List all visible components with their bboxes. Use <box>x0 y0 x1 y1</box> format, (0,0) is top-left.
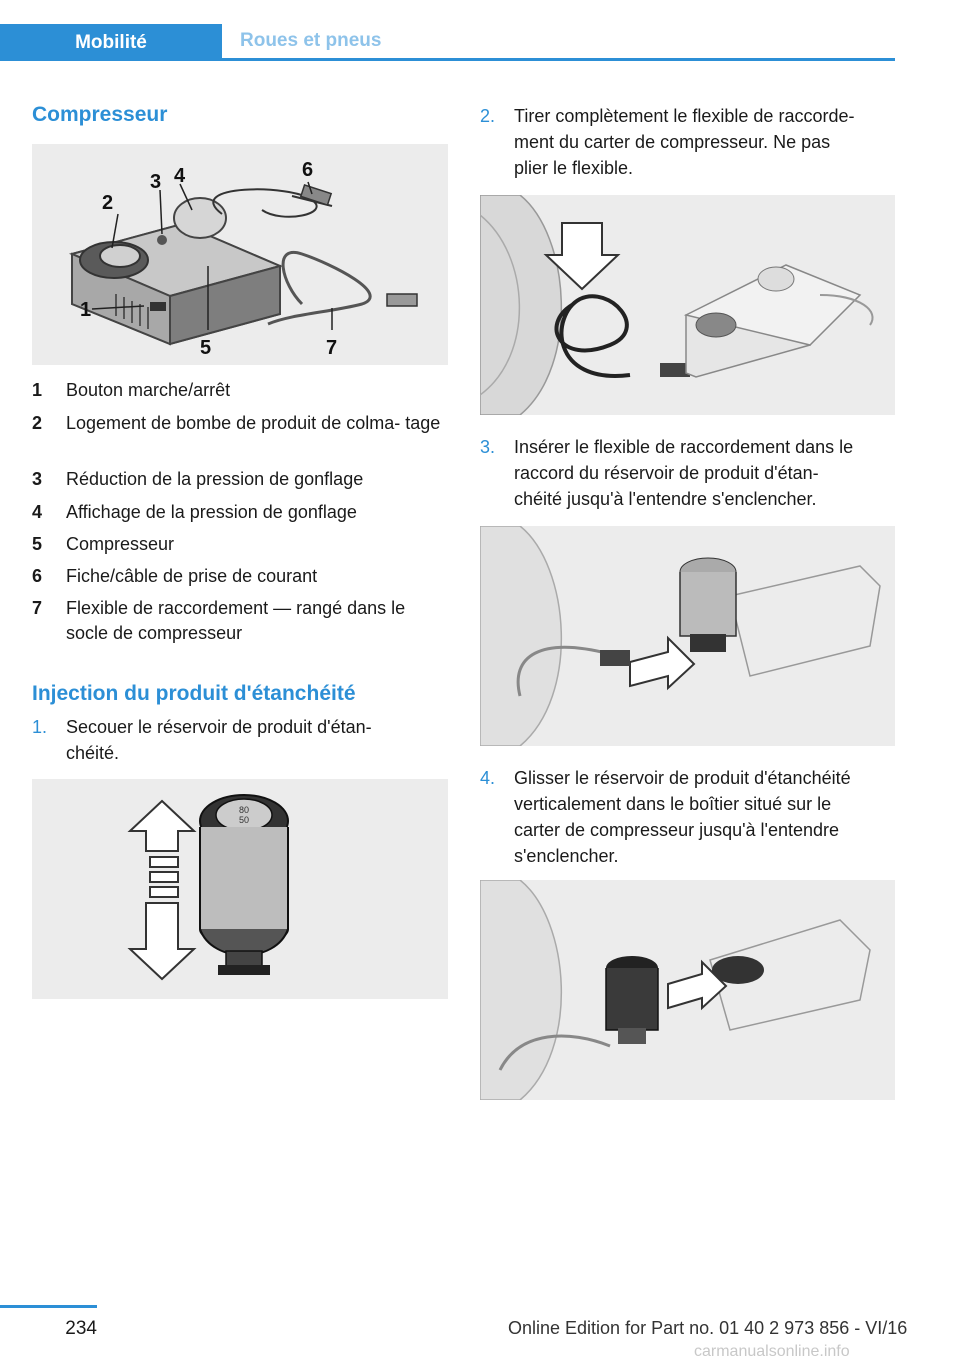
sealant-bottle <box>605 956 659 1044</box>
step-3: 3. Insérer le flexible de raccordement d… <box>480 437 854 509</box>
svg-text:80: 80 <box>239 805 249 815</box>
callout-5: 5 <box>200 337 211 359</box>
arrow-down-icon <box>543 222 621 291</box>
figure-compressor-kit: 2 3 4 6 1 5 7 <box>32 144 448 365</box>
step-2: 2. Tirer complètement le flexible de rac… <box>480 106 855 178</box>
header-rule <box>0 58 895 61</box>
compressor-kit-illustration: 2 3 4 6 1 5 7 <box>68 159 418 359</box>
callout-3: 3 <box>150 171 161 193</box>
watermark: carmanualsonline.info <box>694 1343 850 1360</box>
page-number: 234 <box>65 1318 97 1339</box>
figure-insert-bottle <box>480 880 895 1100</box>
arrow-right-icon <box>629 635 696 691</box>
arrow-up-icon <box>127 799 197 852</box>
arrow-right-icon <box>667 959 728 1011</box>
callout-1: 1 <box>80 299 91 321</box>
section-title-compresseur: Compresseur <box>32 103 168 126</box>
svg-text:50: 50 <box>239 815 249 825</box>
figure-shake-bottle: 80 50 <box>32 779 448 999</box>
figure-pull-hose <box>480 195 895 415</box>
step-4: 4. Glisser le réservoir de produit d'éta… <box>480 768 851 866</box>
hose-illustration <box>554 294 631 378</box>
chapter-header: Mobilité Roues et pneus <box>0 24 895 62</box>
section-title-injection: Injection du produit d'étanchéité <box>32 682 356 705</box>
callout-7: 7 <box>326 337 337 359</box>
shake-stripes <box>149 856 179 898</box>
footer-rule <box>0 1305 97 1308</box>
hose-illustration <box>516 645 611 697</box>
sealant-bottle: 80 50 <box>199 794 289 975</box>
callout-2: 2 <box>102 192 113 214</box>
tab-roues-et-pneus[interactable]: Roues et pneus <box>240 30 382 51</box>
wheel-illustration <box>480 880 563 1100</box>
sealant-bottle <box>679 557 737 652</box>
callout-4: 4 <box>174 165 186 187</box>
tab-mobilite[interactable]: Mobilité <box>0 24 222 61</box>
callout-6: 6 <box>302 159 313 181</box>
wheel-illustration <box>480 526 563 746</box>
edition-info: Online Edition for Part no. 01 40 2 973 … <box>508 1318 908 1338</box>
compressor-illustration <box>709 919 871 1031</box>
step-1: 1. Secouer le réservoir de produit d'éta… <box>32 717 372 763</box>
hose-illustration <box>498 1034 611 1071</box>
compressor-illustration <box>729 565 881 677</box>
wheel-illustration <box>480 195 563 415</box>
arrow-down-icon <box>127 902 197 981</box>
figure-insert-hose <box>480 526 895 746</box>
